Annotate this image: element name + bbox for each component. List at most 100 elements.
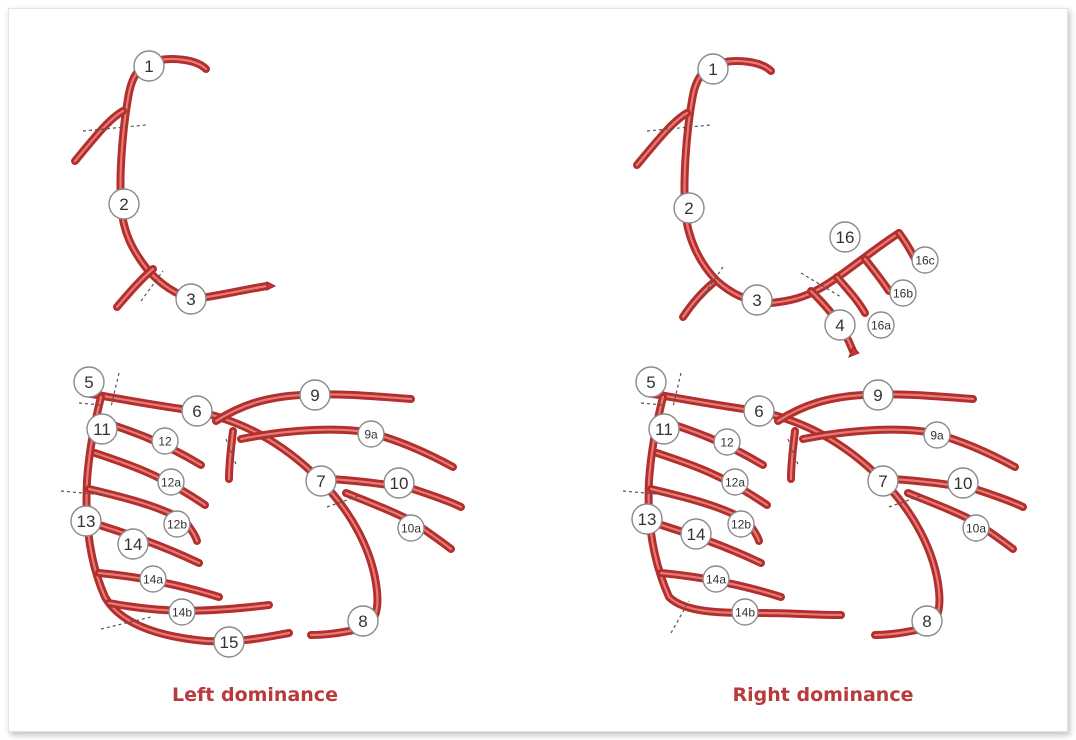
svg-text:10: 10 xyxy=(954,474,973,493)
left-segment-14a-label: 14a xyxy=(140,566,166,592)
svg-text:9: 9 xyxy=(310,386,319,405)
svg-text:11: 11 xyxy=(93,420,111,439)
svg-text:14b: 14b xyxy=(735,606,755,620)
right-septal-stub xyxy=(791,431,795,479)
left-rca-end-tip xyxy=(267,282,275,290)
left-divider-rca-1 xyxy=(83,125,146,131)
svg-text:14b: 14b xyxy=(172,606,192,620)
right-dominance-caption: Right dominance xyxy=(733,684,914,706)
svg-text:6: 6 xyxy=(192,402,201,421)
right-segment-14-label: 14 xyxy=(681,519,711,549)
left-rca-branch-lower xyxy=(117,269,153,307)
svg-text:12b: 12b xyxy=(731,518,751,532)
svg-text:16a: 16a xyxy=(871,319,891,333)
svg-text:6: 6 xyxy=(754,402,763,421)
coronary-segments-diagram: 123567899a1010a111212a12b131414a14b15123… xyxy=(9,9,1067,731)
left-segment-7-label: 7 xyxy=(306,466,336,496)
svg-text:5: 5 xyxy=(84,373,93,392)
left-segment-14-label: 14 xyxy=(118,529,148,559)
right-segment-4-label: 4 xyxy=(825,310,855,340)
left-segment-10-label: 10 xyxy=(384,468,414,498)
svg-text:12a: 12a xyxy=(725,476,745,490)
svg-text:15: 15 xyxy=(220,633,239,652)
right-segment-6-label: 6 xyxy=(744,396,774,426)
left-dominance-caption: Left dominance xyxy=(172,684,338,706)
svg-text:16c: 16c xyxy=(915,254,934,268)
left-segment-15-label: 15 xyxy=(214,627,244,657)
left-diag-9a xyxy=(241,430,453,467)
svg-text:13: 13 xyxy=(638,510,657,529)
left-segment-3-label: 3 xyxy=(176,284,206,314)
right-segment-3-label: 3 xyxy=(742,285,772,315)
svg-text:9: 9 xyxy=(873,386,882,405)
right-segment-12a-label: 12a xyxy=(722,469,748,495)
right-segment-10a-label: 10a xyxy=(963,515,989,541)
right-segment-11-label: 11 xyxy=(649,414,679,444)
svg-text:7: 7 xyxy=(878,472,887,491)
right-segment-12b-label: 12b xyxy=(728,511,754,537)
right-pl-16a xyxy=(837,277,865,313)
right-segment-16-label: 16 xyxy=(830,222,860,252)
left-rca-trunk xyxy=(120,59,267,299)
left-segment-9a-label: 9a xyxy=(358,421,384,447)
right-segment-9-label: 9 xyxy=(863,380,893,410)
svg-text:2: 2 xyxy=(684,199,693,218)
left-segment-13-label: 13 xyxy=(71,506,101,536)
svg-text:4: 4 xyxy=(835,316,844,335)
right-segment-10-label: 10 xyxy=(948,468,978,498)
svg-text:14a: 14a xyxy=(706,573,726,587)
right-segment-16c-label: 16c xyxy=(912,247,938,273)
svg-text:8: 8 xyxy=(358,612,367,631)
left-segment-14b-label: 14b xyxy=(169,599,195,625)
svg-text:11: 11 xyxy=(655,420,673,439)
svg-text:9a: 9a xyxy=(930,429,944,443)
svg-text:1: 1 xyxy=(708,60,717,79)
left-segment-2-label: 2 xyxy=(109,189,139,219)
svg-text:10: 10 xyxy=(390,474,409,493)
right-segment-2-label: 2 xyxy=(674,193,704,223)
right-segment-14a-label: 14a xyxy=(703,566,729,592)
svg-text:1: 1 xyxy=(144,57,153,76)
svg-text:8: 8 xyxy=(922,612,931,631)
svg-text:3: 3 xyxy=(752,291,761,310)
svg-text:14: 14 xyxy=(124,535,143,554)
left-segment-1-label: 1 xyxy=(134,51,164,81)
left-segment-10a-label: 10a xyxy=(398,515,424,541)
right-segment-13-label: 13 xyxy=(632,504,662,534)
svg-text:14: 14 xyxy=(687,525,706,544)
right-divider-rca-1 xyxy=(647,125,711,131)
right-segment-16a-label: 16a xyxy=(868,312,894,338)
svg-text:12: 12 xyxy=(720,436,734,450)
right-segment-8-label: 8 xyxy=(912,606,942,636)
svg-text:12: 12 xyxy=(158,435,172,449)
svg-text:9a: 9a xyxy=(364,428,378,442)
right-segment-16b-label: 16b xyxy=(890,280,916,306)
svg-text:16b: 16b xyxy=(893,287,913,301)
svg-text:12b: 12b xyxy=(167,518,187,532)
left-segment-9-label: 9 xyxy=(300,380,330,410)
right-segment-1-label: 1 xyxy=(698,54,728,84)
left-segment-8-label: 8 xyxy=(348,606,378,636)
svg-text:3: 3 xyxy=(186,290,195,309)
left-segment-12-label: 12 xyxy=(152,428,178,454)
left-septal-stub xyxy=(229,431,233,479)
right-pl-16b xyxy=(865,259,889,291)
left-rca-branch-upper xyxy=(75,111,123,161)
left-segment-12a-label: 12a xyxy=(158,469,184,495)
svg-text:14a: 14a xyxy=(143,573,163,587)
left-segment-12b-label: 12b xyxy=(164,511,190,537)
right-segment-12-label: 12 xyxy=(714,429,740,455)
right-segment-5-label: 5 xyxy=(636,367,666,397)
vessel-layer xyxy=(75,59,1023,641)
left-segment-11-label: 11 xyxy=(87,414,117,444)
right-segment-9a-label: 9a xyxy=(924,422,950,448)
svg-text:12a: 12a xyxy=(161,476,181,490)
svg-text:16: 16 xyxy=(836,228,855,247)
svg-text:2: 2 xyxy=(119,195,128,214)
svg-text:10a: 10a xyxy=(401,522,421,536)
svg-text:7: 7 xyxy=(316,472,325,491)
svg-text:10a: 10a xyxy=(966,522,986,536)
svg-text:5: 5 xyxy=(646,373,655,392)
left-segment-6-label: 6 xyxy=(182,396,212,426)
